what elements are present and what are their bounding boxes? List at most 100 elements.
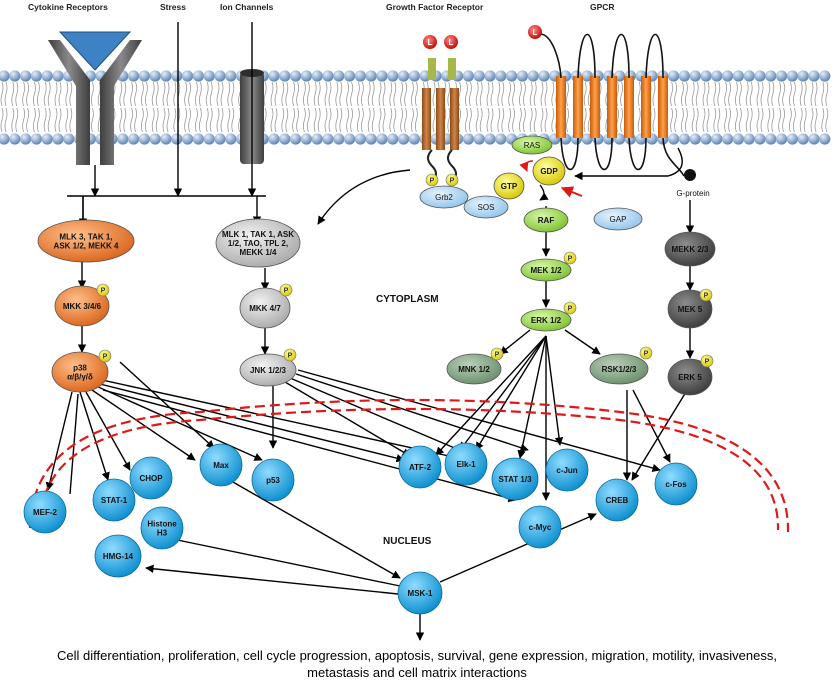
lipid-head	[408, 70, 420, 82]
lipid-head	[225, 70, 237, 82]
jnk-phospho-badge: P	[283, 348, 297, 362]
lipid-head	[300, 70, 312, 82]
p38-label: α/β/γ/δ	[67, 373, 93, 382]
lipid-head	[354, 70, 366, 82]
lipid-head	[311, 133, 323, 145]
mnk12-label: MNK 1/2	[458, 365, 490, 374]
gpcr-helix	[590, 76, 600, 138]
lipid-head	[765, 133, 777, 145]
gdp: GDP	[532, 156, 566, 186]
svg-text:L: L	[449, 38, 454, 47]
lipid-head	[786, 70, 799, 82]
svg-text:P: P	[288, 353, 293, 360]
lipid-head	[322, 133, 334, 145]
gap: GAP	[593, 207, 643, 231]
lipid-head	[192, 133, 204, 145]
mek5-label: MEK 5	[678, 305, 703, 314]
svg-text:P: P	[568, 306, 573, 313]
lipid-head	[538, 70, 550, 82]
lipid-head	[128, 70, 140, 82]
lipid-head	[711, 133, 723, 145]
lipid-head	[495, 70, 507, 82]
p38-phospho-badge: P	[98, 349, 112, 363]
gpcr-helix	[573, 76, 583, 138]
lipid-head	[344, 70, 356, 82]
lipid-head	[279, 133, 291, 145]
lipid-head	[387, 70, 399, 82]
lipid-head	[138, 133, 150, 145]
rsk: RSK1/2/3	[589, 353, 649, 385]
lipid-head	[268, 133, 280, 145]
lipid-head	[506, 70, 518, 82]
max: Max	[199, 443, 243, 487]
lipid-head	[192, 70, 204, 82]
lipid-head	[408, 133, 420, 145]
erk5-label: ERK 5	[678, 373, 702, 382]
lipid-head	[171, 70, 183, 82]
erk5: ERK 5	[667, 358, 713, 396]
mek12-phospho-badge: P	[563, 251, 577, 265]
lipid-head	[754, 70, 766, 82]
chop-label: CHOP	[139, 474, 163, 483]
cjun: c-Jun	[545, 448, 589, 492]
lipid-head	[689, 70, 701, 82]
gap-label: GAP	[610, 215, 627, 224]
lipid-head	[722, 70, 734, 82]
stat1: STAT-1	[92, 478, 136, 522]
svg-text:P: P	[101, 288, 106, 295]
erk12-phospho-badge: P	[563, 301, 577, 315]
lipid-head	[797, 70, 809, 82]
lipid-head	[268, 70, 280, 82]
grb2: Grb2	[419, 185, 469, 209]
cfos-label: c-Fos	[665, 480, 687, 489]
raf-label: RAF	[538, 216, 555, 225]
p53-label: p53	[266, 476, 280, 485]
lipid-head	[20, 70, 32, 82]
cjun-label: c-Jun	[556, 466, 577, 475]
lipid-head	[786, 133, 799, 145]
stat1-label: STAT-1	[101, 496, 128, 505]
mapkkk-gray-label: MLK 1, TAK 1, ASK	[222, 230, 294, 239]
lipid-head	[376, 133, 388, 145]
growth-factor-ligand: L	[444, 35, 458, 49]
lipid-head	[41, 70, 53, 82]
lipid-head	[354, 133, 366, 145]
mekk23: MEKK 2/3	[664, 231, 716, 267]
lipid-head	[776, 70, 788, 82]
jnk-label: JNK 1/2/3	[250, 366, 287, 375]
max-label: Max	[213, 461, 229, 470]
msk1-label: MSK-1	[408, 589, 433, 598]
lipid-head	[743, 133, 755, 145]
stat13: STAT 1/3	[491, 457, 539, 501]
growth-factor-ligand: L	[423, 35, 437, 49]
lipid-head	[0, 133, 10, 145]
mkk346-label: MKK 3/4/6	[63, 302, 102, 311]
svg-text:P: P	[568, 256, 573, 263]
lipid-head	[41, 133, 53, 145]
svg-text:P: P	[103, 354, 108, 361]
mkk346: MKK 3/4/6	[54, 285, 110, 327]
erk5-phospho-badge: P	[700, 354, 714, 368]
histone-h3-label: H3	[157, 529, 168, 538]
ras: RAS	[511, 135, 553, 155]
gtp: GTP	[493, 172, 525, 200]
lipid-head	[20, 133, 32, 145]
lipid-head	[711, 70, 723, 82]
hmg14-label: HMG-14	[103, 552, 134, 561]
mapkkk-orange: MLK 3, TAK 1,ASK 1/2, MEKK 4	[37, 219, 135, 263]
lipid-head	[0, 70, 10, 82]
chop: CHOP	[129, 456, 173, 500]
rsk-phospho-badge: P	[639, 346, 653, 360]
gdp-label: GDP	[540, 167, 558, 176]
mnk12: MNK 1/2	[446, 353, 502, 385]
lipid-head	[290, 133, 302, 145]
mkk47: MKK 4/7	[239, 287, 291, 329]
elk1: Elk-1	[444, 442, 488, 486]
lipid-head	[808, 70, 820, 82]
cmyc-label: c-Myc	[529, 523, 552, 532]
lipid-head	[376, 70, 388, 82]
lipid-head	[678, 133, 691, 145]
mkk47-phospho-badge: P	[279, 283, 293, 297]
